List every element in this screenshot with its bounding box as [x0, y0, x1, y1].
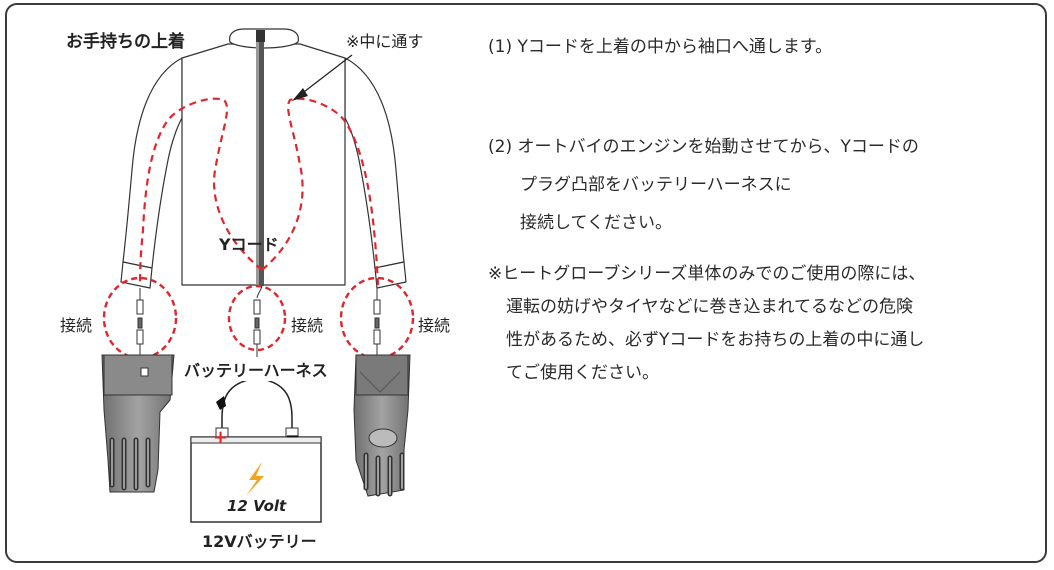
- through-note-arrow: [292, 54, 353, 101]
- y-cord-route: [138, 97, 380, 286]
- warning-note-line-2: 運転の妨げやタイヤなどに巻き込まれてるなどの危険: [506, 297, 913, 317]
- jacket-left-cuff: [120, 261, 153, 289]
- battery-minus-sign: −: [285, 426, 301, 447]
- ycord-label: Yコード: [219, 235, 279, 254]
- left-glove: [101, 354, 175, 493]
- battery-bolt-icon: [246, 462, 264, 496]
- jacket-right-cuff: [374, 261, 407, 289]
- y-cord-left-arm: [138, 97, 263, 286]
- y-cord-right-arm: [261, 97, 380, 286]
- diagram-frame: [5, 3, 1047, 563]
- warning-note-line-1: ※ヒートグローブシリーズ単体のみでのご使用の際には、: [488, 264, 926, 284]
- battery-label: 12Vバッテリー: [202, 532, 317, 551]
- instruction-step-2-line-1: (2) オートバイのエンジンを始動させてから、Yコードの: [488, 137, 919, 157]
- instruction-step-2-line-2: プラグ凸部をバッテリーハーネスに: [520, 175, 792, 195]
- right-glove: [353, 354, 411, 497]
- through-note: ※中に通す: [346, 32, 424, 51]
- harness-label: バッテリーハーネス: [182, 357, 330, 381]
- jacket-zipper: [256, 30, 265, 286]
- jacket-left-sleeve: [122, 57, 183, 269]
- battery-voltage: 12 Volt: [227, 497, 287, 515]
- connect-circle-right: [339, 276, 415, 360]
- battery: [190, 427, 322, 523]
- plugs: [136, 284, 381, 360]
- battery-plus-sign: +: [213, 427, 229, 448]
- connect-circle-center: [227, 284, 287, 352]
- harness-fuse: [216, 396, 226, 410]
- warning-note-line-4: てご使用ください。: [506, 363, 659, 383]
- connect-label-right: 接続: [418, 316, 451, 335]
- jacket-label: お手持ちの上着: [66, 32, 185, 52]
- instruction-step-2-line-3: 接続してください。: [520, 213, 672, 233]
- warning-note-line-3: 性があるため、必ずYコードをお持ちの上着の中に通し: [506, 330, 925, 350]
- connect-circle-left: [102, 276, 178, 360]
- connect-label-left: 接続: [60, 316, 93, 335]
- connect-label-center: 接続: [291, 316, 324, 335]
- instruction-step-1: (1) Yコードを上着の中から袖口へ通します。: [488, 37, 833, 57]
